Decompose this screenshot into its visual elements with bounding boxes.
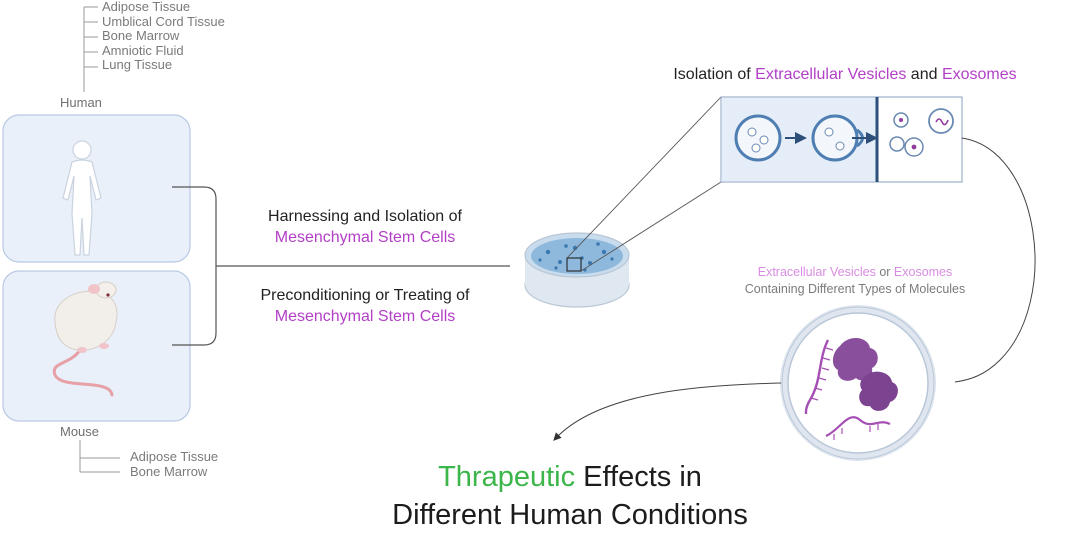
mouse-label: Mouse <box>60 424 100 439</box>
ev-isolation-panel <box>720 96 963 183</box>
zoom-lines <box>566 96 722 272</box>
mouse-source-tree <box>79 440 120 473</box>
flow-curve-right <box>954 137 1036 383</box>
contents-caption: Extracellular Vesicles or Exosomes Conta… <box>744 265 966 296</box>
human-label: Human <box>60 95 102 110</box>
harnessing-label: Harnessing and Isolation of Mesenchymal … <box>268 208 462 246</box>
human-source-item: Umblical Cord Tissue <box>102 13 225 29</box>
merge-bracket <box>172 186 510 346</box>
human-source-tree <box>83 6 98 92</box>
human-source-item: Lung Tissue <box>102 57 173 72</box>
therapeutic-effects-title: Thrapeutic Effects in Different Human Co… <box>392 461 748 531</box>
mouse-source-item: Adipose Tissue <box>130 449 219 464</box>
human-source-item: Adipose Tissue <box>102 0 191 14</box>
preconditioning-label: Preconditioning or Treating of Mesenchym… <box>260 287 470 325</box>
human-source-item: Amniotic Fluid <box>102 42 184 58</box>
mouse-source-item: Bone Marrow <box>130 463 208 479</box>
human-source-list: Adipose Tissue Umblical Cord Tissue Bone… <box>102 0 225 73</box>
mouse-figure-icon <box>52 281 118 397</box>
human-source-item: Bone Marrow <box>102 28 180 43</box>
mouse-source-list: Adipose Tissue Bone Marrow <box>130 449 219 479</box>
isolation-title: Isolation of Extracellular Vesicles and … <box>673 66 1017 83</box>
flow-curve-bottom <box>553 382 782 441</box>
human-figure-icon <box>62 140 102 256</box>
exosome-zoom-circle <box>780 305 936 461</box>
petri-dish-icon <box>524 232 630 308</box>
